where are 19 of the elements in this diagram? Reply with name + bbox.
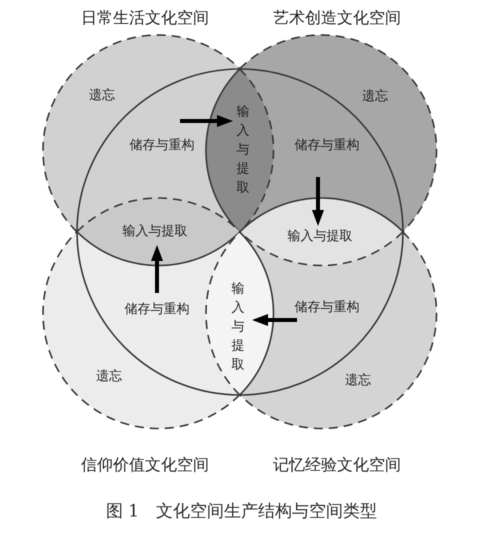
region-label: 储存与重构 xyxy=(124,302,190,318)
space-title: 信仰价值文化空间 xyxy=(81,456,209,474)
space-title: 记忆经验文化空间 xyxy=(272,456,401,474)
space-title: 艺术创造文化空间 xyxy=(272,9,401,27)
region-label: 储存与重构 xyxy=(294,138,360,154)
lens-label: 输入与提取 xyxy=(236,104,250,198)
region-label: 遗忘 xyxy=(96,370,122,384)
space-title: 日常生活文化空间 xyxy=(81,9,209,27)
region-label: 储存与重构 xyxy=(130,138,194,154)
region-label: 储存与重构 xyxy=(294,300,360,316)
lens-label: 输入与提取 xyxy=(231,280,244,374)
figure-caption: 图 1 文化空间生产结构与空间类型 xyxy=(106,502,378,522)
lens-label: 输入与提取 xyxy=(122,224,188,240)
region-label: 遗忘 xyxy=(344,374,371,388)
region-label: 遗忘 xyxy=(89,88,115,104)
lens-label: 输入与提取 xyxy=(288,230,352,244)
region-label: 遗忘 xyxy=(362,90,388,104)
arrow xyxy=(151,245,163,293)
arrow xyxy=(180,115,233,127)
